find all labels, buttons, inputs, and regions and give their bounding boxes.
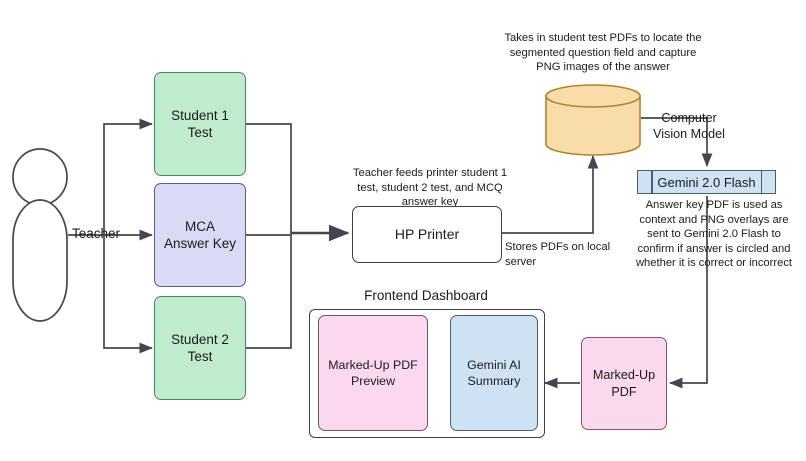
node-teacher-label: Teacher — [71, 226, 121, 241]
annotation-feeds-printer: Teacher feeds printer student 1 test, st… — [352, 167, 508, 209]
node-gemini-2-0-flash[interactable]: Gemini 2.0 Flash — [637, 170, 776, 194]
node-student-2-test-label: Student 2 Test — [171, 331, 229, 364]
annotation-cv-model-desc: Takes in student test PDFs to locate the… — [504, 32, 702, 74]
node-gemini-2-0-flash-label: Gemini 2.0 Flash — [657, 174, 756, 190]
node-computer-vision-model-label: Computer Vision Model — [653, 111, 725, 142]
node-mca-answer-key-label: MCA Answer Key — [163, 218, 237, 251]
dashboard-panel-gemini-ai-summary[interactable]: Gemini AI Summary — [450, 315, 538, 431]
node-student-1-test[interactable]: Student 1 Test — [154, 72, 246, 176]
node-hp-printer-label: HP Printer — [394, 225, 460, 242]
cylinder-shape-icon — [545, 84, 641, 156]
node-computer-vision-model[interactable]: Computer Vision Model — [545, 84, 725, 156]
node-teacher[interactable]: Teacher — [12, 148, 120, 322]
gemini-right-bar — [760, 171, 762, 193]
node-mca-answer-key[interactable]: MCA Answer Key — [154, 183, 246, 287]
node-student-2-test[interactable]: Student 2 Test — [154, 296, 246, 400]
annotation-gemini-desc: Answer key PDF is used as context and PN… — [635, 199, 793, 270]
teacher-actor-icon — [12, 148, 68, 322]
annotation-stores-pdfs: Stores PDFs on local server — [505, 241, 611, 268]
node-marked-up-pdf[interactable]: Marked-Up PDF — [581, 337, 667, 430]
dashboard-title: Frontend Dashboard — [364, 288, 488, 303]
node-marked-up-pdf-label: Marked-Up PDF — [592, 368, 656, 399]
dashboard-panel-marked-up-pdf-preview-label: Marked-Up PDF Preview — [328, 357, 418, 388]
gemini-left-bar — [651, 171, 653, 193]
node-student-1-test-label: Student 1 Test — [171, 107, 229, 140]
node-hp-printer[interactable]: HP Printer — [352, 206, 502, 263]
dashboard-panel-marked-up-pdf-preview[interactable]: Marked-Up PDF Preview — [318, 315, 428, 431]
dashboard-panel-gemini-ai-summary-label: Gemini AI Summary — [467, 357, 521, 388]
